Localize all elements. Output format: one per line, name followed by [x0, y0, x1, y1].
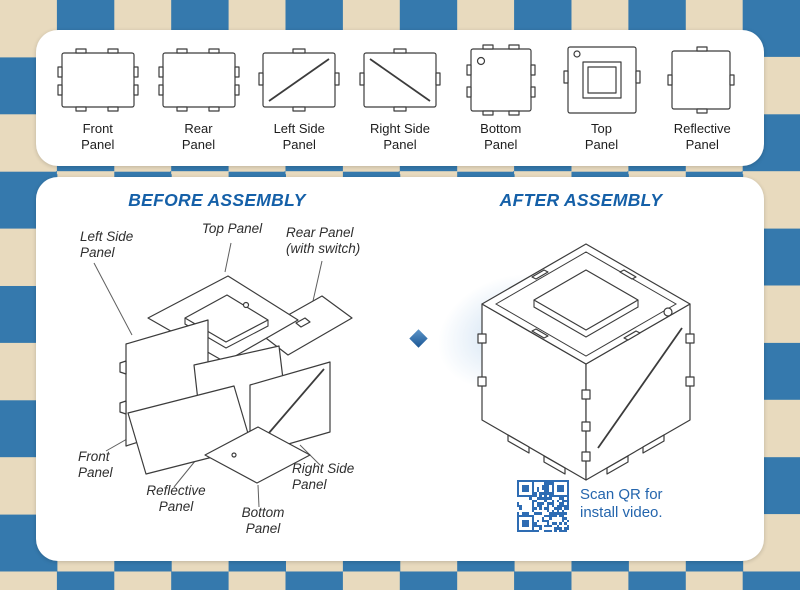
parts-strip-card: Front Panel Rear Panel [36, 30, 764, 166]
left-side-panel-drawing [258, 48, 340, 112]
label-bottom-panel: Bottom Panel [241, 505, 285, 537]
right-side-panel-label: Right Side Panel [370, 121, 430, 152]
strip-item-bottom-panel: Bottom Panel [452, 43, 550, 153]
reflective-panel-label: Reflective Panel [673, 121, 731, 152]
after-assembly-title: AFTER ASSEMBLY [499, 190, 663, 210]
assembly-card: BEFORE ASSEMBLY AFTER ASSEMBLY [36, 177, 764, 561]
qr-caption: Scan QR for install video. [580, 486, 663, 521]
top-panel-shape [147, 275, 299, 363]
right-side-panel-drawing [359, 48, 441, 112]
reflective-panel-drawing [667, 46, 735, 114]
strip-item-right-side-panel: Right Side Panel [351, 43, 449, 153]
exploded-view-drawing [93, 242, 353, 508]
assembled-cube-shape [477, 243, 695, 481]
rear-panel-label: Rear Panel [181, 121, 216, 152]
qr-code [517, 480, 569, 532]
strip-item-left-side-panel: Left Side Panel [250, 43, 348, 153]
top-panel-label: Top Panel [584, 121, 619, 152]
label-top-panel: Top Panel [201, 221, 263, 236]
bottom-panel-shape [204, 426, 311, 484]
bottom-panel-drawing [466, 44, 536, 116]
strip-item-front-panel: Front Panel [49, 43, 147, 153]
strip-item-rear-panel: Rear Panel [150, 43, 248, 153]
assembled-cube-drawing [477, 243, 695, 481]
rear-panel-drawing [157, 48, 240, 112]
strip-item-top-panel: Top Panel [553, 43, 651, 153]
strip-item-reflective-panel: Reflective Panel [653, 43, 751, 153]
top-panel-drawing [562, 46, 641, 114]
label-rear-panel: Rear Panel (with switch) [286, 225, 361, 257]
label-front-panel: Front Panel [78, 449, 113, 481]
front-panel-label: Front Panel [81, 121, 115, 152]
left-side-panel-label: Left Side Panel [273, 121, 325, 152]
before-assembly-title: BEFORE ASSEMBLY [128, 190, 306, 210]
front-panel-drawing [57, 48, 139, 112]
label-left-side-panel: Left Side Panel [80, 229, 134, 261]
bottom-panel-label: Bottom Panel [480, 121, 522, 152]
label-right-side-panel: Right Side Panel [292, 461, 355, 493]
label-reflective-panel: Reflective Panel [146, 483, 206, 515]
